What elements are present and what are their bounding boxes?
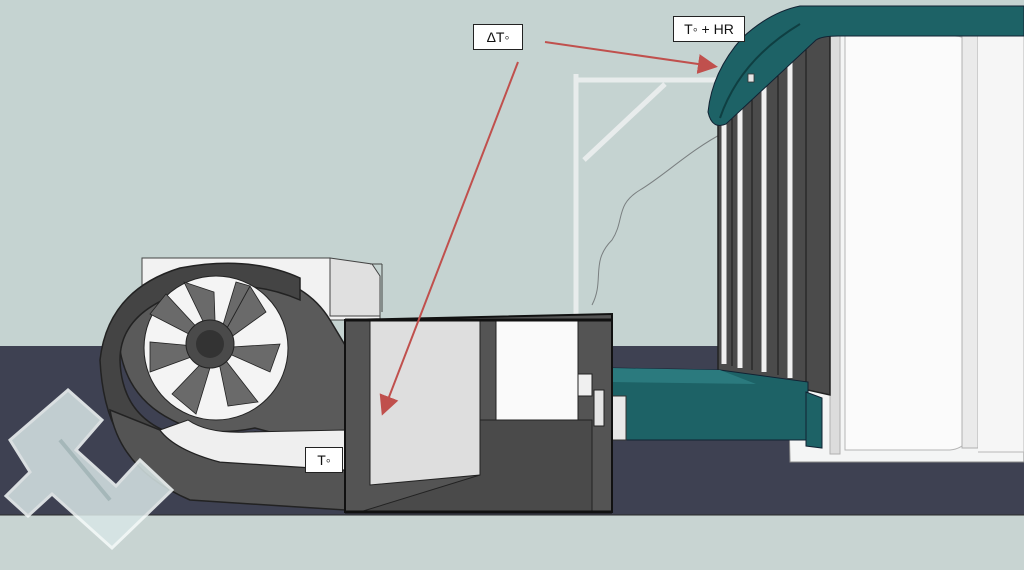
temperature-humidity-label: T◦ + HR	[673, 16, 745, 42]
arrows	[379, 41, 718, 416]
delta-temperature-label: ΔT◦	[473, 24, 523, 50]
sensor-cable	[591, 131, 726, 306]
container-unit	[707, 5, 1024, 463]
duct-box	[344, 312, 613, 514]
lower-trough	[611, 367, 823, 449]
company-logo-icon	[3, 388, 175, 551]
arrow-to-container	[544, 41, 718, 74]
temperature-label: T◦	[305, 447, 343, 473]
arrow-to-duct	[379, 61, 519, 416]
axial-fan-icon	[99, 262, 346, 476]
